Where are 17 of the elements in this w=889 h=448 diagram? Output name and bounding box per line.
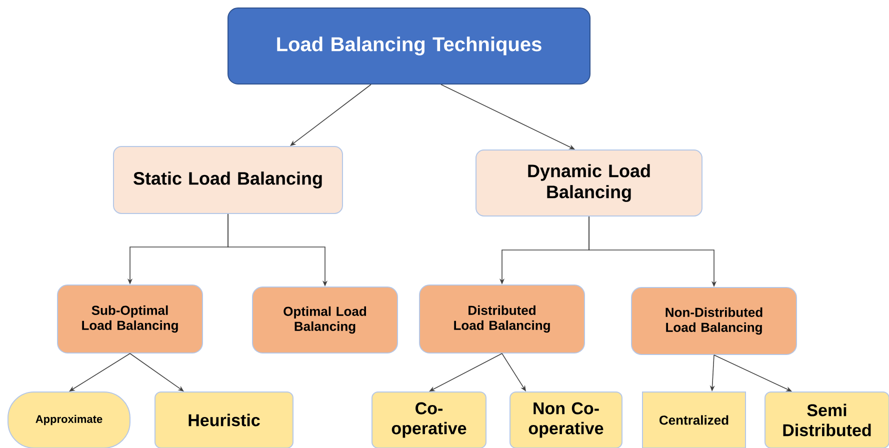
technique-box: Semi Distributed bbox=[764, 392, 889, 448]
technique-box: Heuristic bbox=[154, 392, 294, 448]
technique-box: Co-operative bbox=[372, 392, 486, 448]
arrow bbox=[502, 353, 526, 392]
subcategory-box: Optimal Load Balancing bbox=[252, 286, 398, 354]
subcategory-box: Sub-Optimal Load Balancing bbox=[57, 284, 203, 354]
technique-box: Centralized bbox=[642, 392, 746, 448]
arrow bbox=[130, 353, 184, 392]
title-box: Load Balancing Techniques bbox=[228, 8, 590, 84]
subcategory-box: Distributed Load Balancing bbox=[419, 284, 585, 354]
category-box: Static Load Balancing bbox=[113, 146, 343, 214]
technique-box: Approximate bbox=[8, 392, 130, 448]
arrow bbox=[290, 84, 372, 146]
subcategory-box: Non-Distributed Load Balancing bbox=[631, 287, 797, 355]
technique-box: Non Co-operative bbox=[510, 392, 622, 448]
arrow bbox=[69, 353, 130, 392]
category-box: Dynamic Load Balancing bbox=[476, 150, 702, 216]
